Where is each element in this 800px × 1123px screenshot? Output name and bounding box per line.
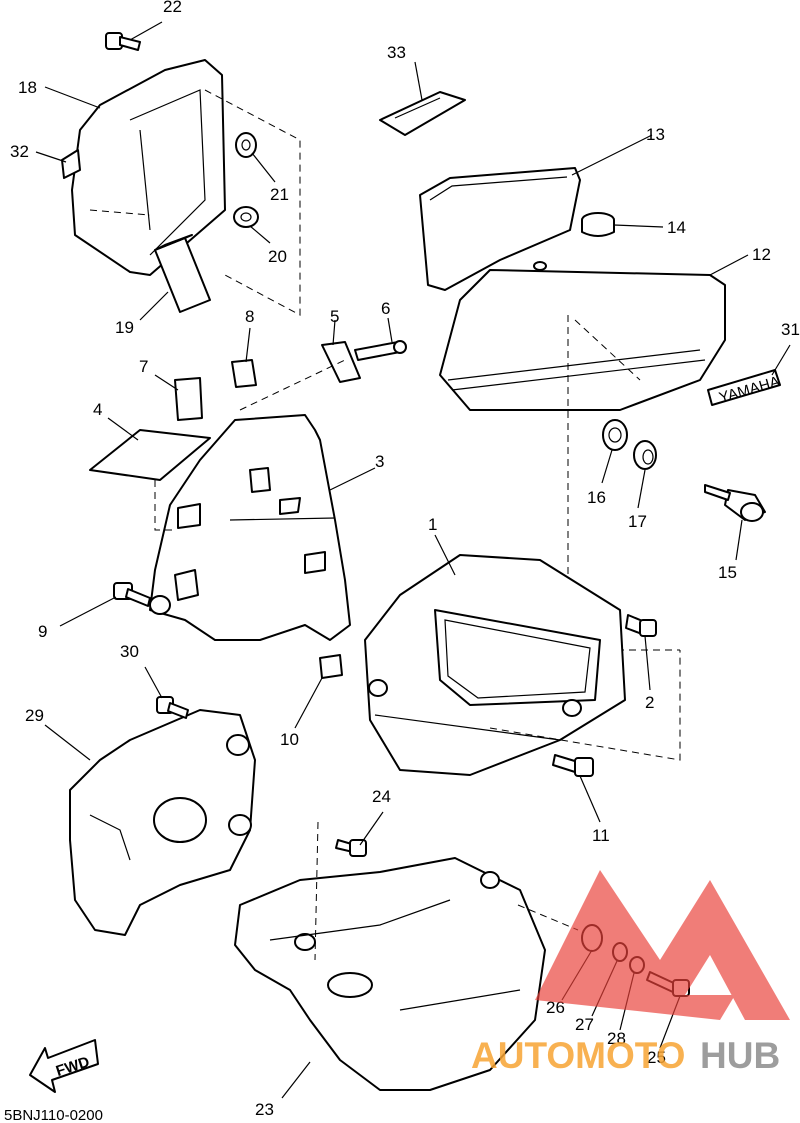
callout-4: 4 [93, 400, 102, 419]
part-2-bolt [625, 614, 657, 637]
callout-16: 16 [587, 488, 606, 507]
callout-27: 27 [575, 1015, 594, 1034]
callout-31: 31 [781, 320, 800, 339]
callout-8: 8 [245, 307, 254, 326]
callout-9: 9 [38, 622, 47, 641]
part-32-clip [61, 149, 81, 179]
callout-30: 30 [120, 642, 139, 661]
drawing-reference: 5BNJ110-0200 [4, 1107, 103, 1123]
callout-28: 28 [607, 1029, 626, 1048]
part-20-grommet [233, 206, 259, 228]
part-19-pad [154, 234, 211, 313]
part-30-bolt [156, 696, 189, 719]
watermark-triangle-icon [535, 870, 790, 1020]
callout-32: 32 [10, 142, 29, 161]
callout-15: 15 [718, 563, 737, 582]
part-11-bolt [552, 754, 594, 777]
part-29-cover [69, 709, 256, 936]
callout-19: 19 [115, 318, 134, 337]
callout-26: 26 [546, 998, 565, 1017]
callout-17: 17 [628, 512, 647, 531]
callout-11: 11 [592, 826, 610, 845]
part-8-nut [231, 359, 257, 388]
callout-numbers: 22 18 32 21 20 19 33 13 14 12 31 5 6 8 7… [10, 0, 800, 1119]
part-12-side-cover [439, 261, 726, 411]
callout-18: 18 [18, 78, 37, 97]
part-7-pad [174, 377, 203, 421]
part-10-nut [319, 654, 343, 679]
callout-24: 24 [372, 787, 391, 806]
part-6-bolt [354, 340, 407, 361]
watermark-text-part1: AUTOMOTO [471, 1035, 685, 1076]
callout-21: 21 [270, 185, 289, 204]
part-21-grommet [235, 132, 257, 158]
part-4-pad [89, 429, 211, 481]
watermark-text-part2: HUB [700, 1035, 780, 1076]
part-16-nut [602, 419, 628, 451]
watermark-logo: AUTOMOTO HUB [471, 870, 790, 1076]
callout-14: 14 [667, 218, 686, 237]
callout-25: 25 [647, 1048, 666, 1067]
part-22-bolt [105, 32, 141, 51]
callout-1: 1 [428, 515, 437, 534]
callout-13: 13 [646, 125, 665, 144]
callout-5: 5 [330, 307, 339, 326]
callout-7: 7 [139, 357, 148, 376]
part-9-bolt [113, 582, 151, 607]
callout-3: 3 [375, 452, 384, 471]
part-14-grommet [581, 212, 615, 237]
callout-29: 29 [25, 706, 44, 725]
callout-33: 33 [387, 43, 406, 62]
callout-6: 6 [381, 299, 390, 318]
part-3-bracket [149, 414, 351, 641]
part-23-engine-cover [234, 857, 546, 1091]
callout-22: 22 [163, 0, 182, 16]
callout-2: 2 [645, 693, 654, 712]
part-15-lock [704, 484, 766, 522]
callout-23: 23 [255, 1100, 274, 1119]
part-18-cover [71, 59, 226, 276]
callout-10: 10 [280, 730, 299, 749]
part-31-decal: YAMAHA [707, 369, 782, 407]
part-17-collar [633, 440, 657, 470]
part-24-bolt [335, 839, 367, 857]
fwd-arrow: FWD [29, 1039, 99, 1093]
part-1-airbox [364, 554, 626, 776]
callout-12: 12 [752, 245, 771, 264]
callout-20: 20 [268, 247, 287, 266]
part-33-clip [379, 91, 466, 136]
part-13-panel [419, 167, 581, 291]
